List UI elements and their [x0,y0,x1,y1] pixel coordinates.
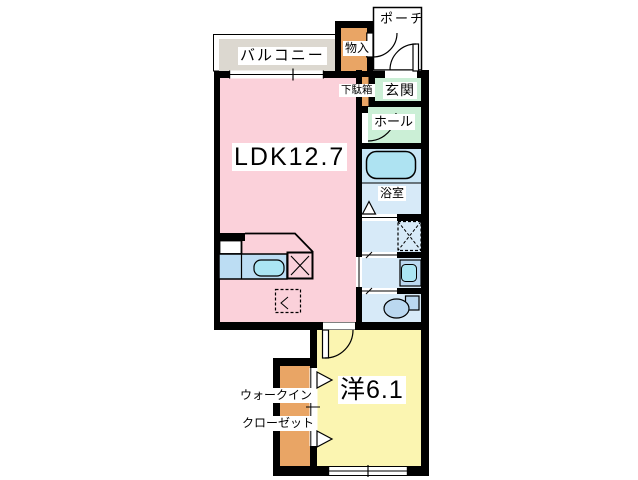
wall-right [421,70,429,476]
washbasin-icon [399,259,422,287]
windows [229,68,408,477]
wall-storage-left [335,21,341,78]
sliding-door-icon [362,287,397,295]
kitchen-sink-icon [253,259,285,277]
hinged-door-icon [321,322,355,359]
label-porch: ポーチ [380,11,426,26]
label-western-room: 洋6.1 [338,376,406,405]
sliding-door-icon [356,257,362,287]
label-ldk: LDK12.7 [232,143,348,172]
wall-closet-top [273,358,317,366]
sliding-door-icon [362,251,397,259]
bathtub-icon [365,150,417,180]
wall-wash-toilet [397,288,421,294]
label-walk-in-closet-line1: ウォークイン [238,388,315,403]
hinged-door-icon [385,43,420,78]
toilet-icon [383,295,420,319]
wall-kitchen-stub [214,233,245,241]
label-balcony: バルコニー [238,47,327,65]
label-hall: ホール [372,114,416,130]
fixtures [218,76,422,319]
washing-machine-space-icon [397,220,422,252]
wall-bedroom-left-upper [310,322,317,366]
ldk-area [220,78,356,322]
label-entrance: 玄関 [383,82,417,99]
refrigerator-space-icon [274,288,302,314]
stove-icon [286,251,314,280]
label-storage: 物入 [343,41,372,56]
wall-ldk-left [214,71,220,330]
label-walk-in-closet-line2: クローゼット [240,416,317,431]
laundry-area [362,221,421,252]
wall-ldk-bottom [214,322,429,330]
sliding-window-icon [328,465,408,477]
wall-entrance-hall [368,101,421,107]
wall-ldk-right [356,70,362,330]
label-shoe-cabinet: 下駄箱 [339,84,375,98]
folding-door-icon [306,368,334,448]
label-bathroom: 浴室 [378,186,407,201]
wall-laundry-wash [397,252,421,258]
wall-storage-top [335,21,373,28]
folding-door-icon [361,200,397,221]
wall-hall-bottom [356,143,421,149]
wall-bath-laundry [397,214,421,221]
sliding-window-icon [229,68,324,81]
